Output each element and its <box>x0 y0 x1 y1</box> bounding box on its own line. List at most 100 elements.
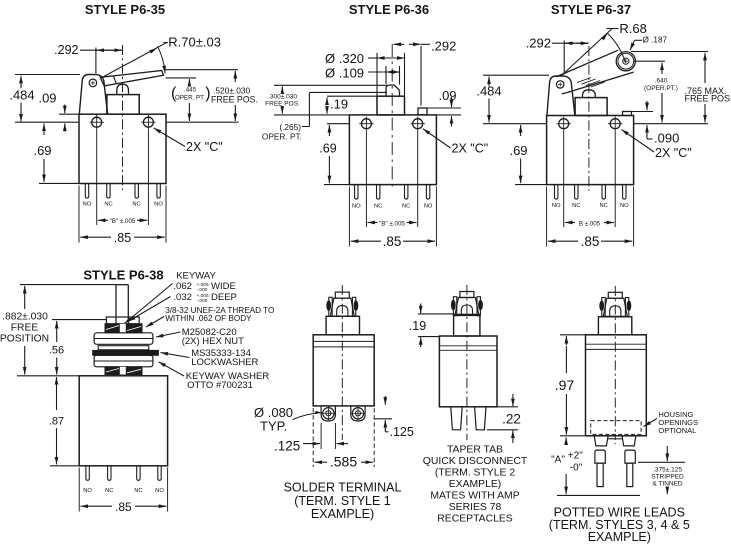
svg-text:STYLE P6-35: STYLE P6-35 <box>85 2 165 17</box>
svg-text:WITHIN .062 OF BODY: WITHIN .062 OF BODY <box>165 314 252 323</box>
svg-text:Ø .320: Ø .320 <box>325 51 364 66</box>
svg-text:WIDE: WIDE <box>211 281 236 292</box>
svg-text:NO: NO <box>155 488 164 494</box>
svg-text:+2": +2" <box>568 451 583 462</box>
svg-text:EXAMPLE): EXAMPLE) <box>449 479 502 490</box>
svg-text:NC: NC <box>104 202 112 208</box>
svg-text:-0": -0" <box>570 463 583 474</box>
svg-text:NC: NC <box>600 203 608 209</box>
svg-text:NC: NC <box>105 488 113 494</box>
svg-text:.375±.125: .375±.125 <box>653 466 682 473</box>
svg-text:.640: .640 <box>655 77 668 84</box>
svg-text:.090: .090 <box>654 131 679 146</box>
svg-text:OPER. PT.: OPER. PT. <box>175 94 205 101</box>
svg-text:OPER. PT.: OPER. PT. <box>262 132 302 142</box>
svg-text:NC: NC <box>402 204 410 210</box>
svg-text:(TERM. STYLES 3, 4 & 5: (TERM. STYLES 3, 4 & 5 <box>549 518 690 532</box>
svg-text:KEYWAY WASHER: KEYWAY WASHER <box>186 371 270 382</box>
svg-text:NC: NC <box>134 488 142 494</box>
svg-text:RECEPTACLES: RECEPTACLES <box>437 513 513 524</box>
svg-text:QUICK DISCONNECT: QUICK DISCONNECT <box>423 456 528 467</box>
svg-text:FREE: FREE <box>11 323 39 334</box>
svg-text:.69: .69 <box>33 143 51 158</box>
svg-text:(: ( <box>171 85 177 102</box>
svg-text:.125: .125 <box>274 439 300 454</box>
svg-text:R.68: R.68 <box>619 21 646 36</box>
svg-text:-.000: -.000 <box>197 287 208 293</box>
svg-text:NO: NO <box>352 204 361 210</box>
svg-text:.69: .69 <box>509 143 527 158</box>
svg-text:.520±.030: .520±.030 <box>213 85 251 95</box>
svg-text:.19: .19 <box>330 97 348 112</box>
svg-text:STYLE P6-37: STYLE P6-37 <box>551 2 631 17</box>
svg-text:.22: .22 <box>502 412 521 427</box>
svg-text:R.70±.03: R.70±.03 <box>168 35 221 50</box>
svg-text:B ±.005: B ±.005 <box>579 221 601 228</box>
svg-text:.85: .85 <box>114 231 131 245</box>
svg-text:(OPER.PT.): (OPER.PT.) <box>644 85 678 92</box>
svg-text:Ø .109: Ø .109 <box>325 66 364 81</box>
svg-text:TYP.: TYP. <box>260 419 287 434</box>
svg-text:(TERM. STYLE 2: (TERM. STYLE 2 <box>435 467 515 478</box>
svg-text:.69: .69 <box>319 142 336 156</box>
svg-text:2X "C": 2X "C" <box>452 142 489 156</box>
svg-text:OTTO #700231: OTTO #700231 <box>187 380 253 391</box>
svg-text:POTTED WIRE LEADS: POTTED WIRE LEADS <box>554 505 685 519</box>
svg-text:STYLE P6-38: STYLE P6-38 <box>83 268 163 283</box>
svg-text:NC: NC <box>132 202 140 208</box>
svg-text:STYLE P6-36: STYLE P6-36 <box>349 2 429 17</box>
svg-text:NO: NO <box>620 203 629 209</box>
svg-text:FREE POS.: FREE POS. <box>685 93 731 103</box>
svg-text:.85: .85 <box>115 500 132 514</box>
svg-text:MS35333-134: MS35333-134 <box>191 348 251 359</box>
svg-text:(2X) HEX NUT: (2X) HEX NUT <box>182 336 244 347</box>
svg-text:NC: NC <box>374 204 382 210</box>
svg-text:.062: .062 <box>173 281 192 292</box>
svg-text:.484: .484 <box>476 83 501 98</box>
svg-text:.56: .56 <box>49 345 64 357</box>
svg-text:Ø .187: Ø .187 <box>643 35 668 44</box>
svg-text:NC: NC <box>572 203 580 209</box>
svg-text:EXAMPLE): EXAMPLE) <box>588 530 651 544</box>
svg-text:.585: .585 <box>330 454 357 470</box>
svg-text:KEYWAY: KEYWAY <box>176 271 216 282</box>
svg-text:SERIES 78: SERIES 78 <box>449 502 502 513</box>
svg-text:MATES WITH AMP: MATES WITH AMP <box>430 490 519 501</box>
svg-text:SOLDER TERMINAL: SOLDER TERMINAL <box>284 481 402 495</box>
svg-text:NO: NO <box>154 202 163 208</box>
svg-text:"A": "A" <box>551 455 565 466</box>
svg-text:"B" ±.005: "B" ±.005 <box>379 221 405 228</box>
svg-text:.87: .87 <box>49 416 64 428</box>
svg-text:-.000: -.000 <box>197 298 208 304</box>
svg-text:.292: .292 <box>526 36 551 51</box>
svg-text:.765 MAX.: .765 MAX. <box>685 86 727 96</box>
svg-text:.09: .09 <box>38 91 56 106</box>
svg-text:NO: NO <box>83 202 92 208</box>
svg-text:.484: .484 <box>9 88 34 103</box>
svg-text:.292: .292 <box>431 39 456 54</box>
svg-text:& TINNED: & TINNED <box>652 480 683 487</box>
svg-text:FREE POS.: FREE POS. <box>265 100 300 107</box>
svg-text:.09: .09 <box>438 88 456 103</box>
svg-text:Ø .080: Ø .080 <box>254 405 293 420</box>
svg-text:OPTIONAL: OPTIONAL <box>658 426 696 435</box>
svg-text:(TERM. STYLE 1: (TERM. STYLE 1 <box>294 494 391 508</box>
svg-text:.85: .85 <box>383 234 402 249</box>
svg-text:.125: .125 <box>390 425 414 439</box>
svg-text:2X "C": 2X "C" <box>186 140 223 154</box>
svg-text:M25082-C20: M25082-C20 <box>182 327 237 338</box>
svg-text:EXAMPLE): EXAMPLE) <box>311 507 374 521</box>
svg-text:(.265): (.265) <box>279 122 301 132</box>
svg-text:NO: NO <box>83 488 92 494</box>
svg-text:.19: .19 <box>409 319 426 333</box>
svg-text:OPENINGS: OPENINGS <box>658 418 698 427</box>
svg-text:.300±.030: .300±.030 <box>268 94 297 101</box>
svg-text:NO: NO <box>424 204 433 210</box>
svg-text:2X "C": 2X "C" <box>655 146 692 160</box>
svg-text:.292: .292 <box>54 43 78 57</box>
svg-text:.85: .85 <box>581 234 600 249</box>
svg-text:.032: .032 <box>173 292 192 303</box>
svg-text:+.005: +.005 <box>197 293 209 299</box>
svg-text:LOCKWASHER: LOCKWASHER <box>191 357 258 368</box>
svg-text:"B" ±.005: "B" ±.005 <box>110 218 136 225</box>
